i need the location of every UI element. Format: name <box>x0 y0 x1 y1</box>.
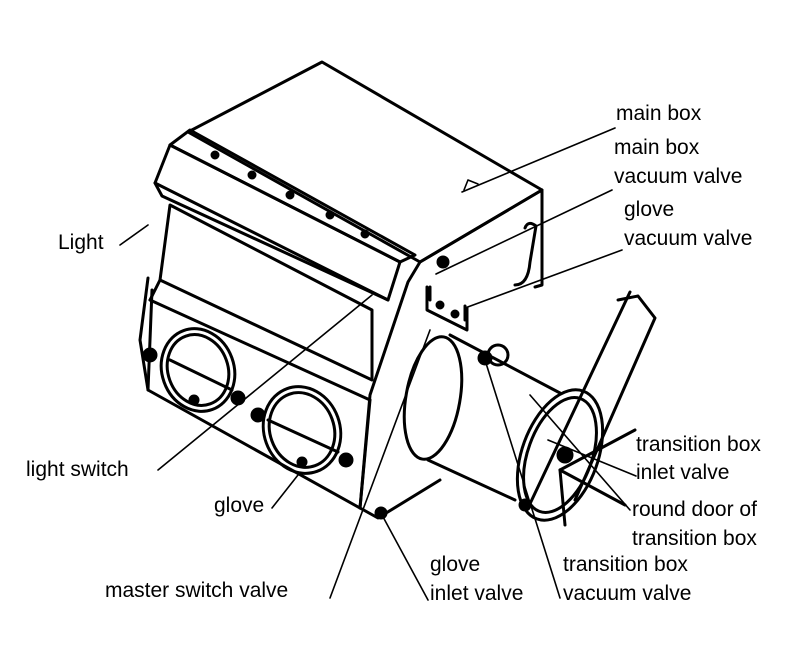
main-box-body <box>138 60 544 520</box>
leader-master-switch-valve <box>329 329 431 599</box>
leader-round-door <box>529 394 631 511</box>
label-main-box: main box <box>616 102 702 125</box>
glove-port-left <box>142 327 246 413</box>
leader-light-switch <box>157 294 373 471</box>
leader-transition-box-inlet-valve <box>547 439 637 477</box>
leader-main-box <box>461 127 616 193</box>
round-door <box>515 290 657 527</box>
hook <box>513 221 538 287</box>
label-master-switch-valve: master switch valve <box>105 579 289 602</box>
leader-lines <box>119 127 637 601</box>
glove-port-right <box>250 385 354 475</box>
leader-glove-vacuum-valve <box>464 249 623 309</box>
label-glove-inlet-valve-line2: inlet valve <box>430 582 524 605</box>
leader-glove-inlet-valve <box>381 514 429 601</box>
leader-transition-box-vacuum-valve <box>484 359 561 599</box>
label-transition-box-vacuum-valve-line2: vacuum valve <box>563 582 692 605</box>
transition-box <box>374 333 562 520</box>
window <box>148 203 374 382</box>
label-transition-box-inlet-valve-line2: inlet valve <box>636 461 730 484</box>
leader-glove <box>271 474 299 509</box>
label-transition-box-inlet-valve-line1: transition box <box>636 433 761 456</box>
label-round-door-line2: transition box <box>632 527 757 550</box>
light-hood <box>153 128 417 302</box>
front-panel <box>148 298 372 510</box>
label-glove-vacuum-valve-line1: glove <box>624 198 675 221</box>
label-round-door-line1: round door of <box>632 498 757 521</box>
label-light: Light <box>58 231 104 254</box>
label-glove-vacuum-valve-line2: vacuum valve <box>624 227 753 250</box>
label-light-switch: light switch <box>26 458 129 481</box>
label-main-box-vacuum-valve-line2: vacuum valve <box>614 165 743 188</box>
leader-main-box-vacuum-valve <box>435 189 613 275</box>
label-glove: glove <box>214 494 265 517</box>
arrowhead-main-box <box>463 179 479 191</box>
label-transition-box-vacuum-valve-line1: transition box <box>563 553 688 576</box>
label-main-box-vacuum-valve-line1: main box <box>614 136 700 159</box>
label-glove-inlet-valve-line1: glove <box>430 553 481 576</box>
leader-light <box>119 224 149 246</box>
